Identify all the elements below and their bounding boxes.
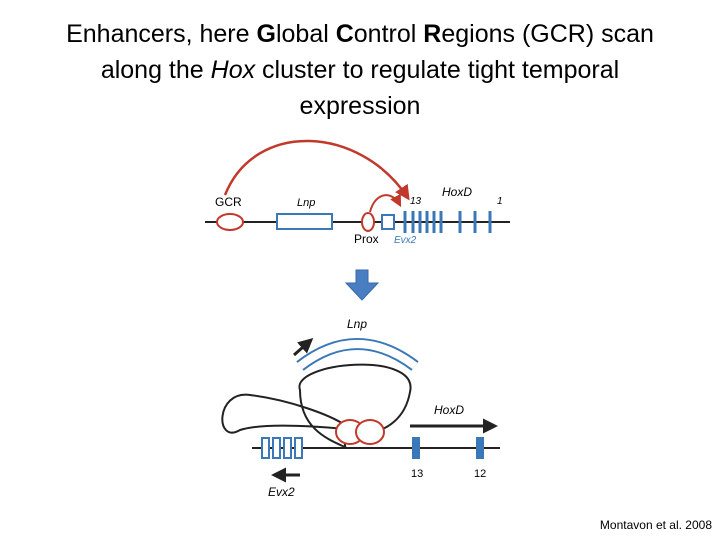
title-text: along the — [100, 56, 211, 84]
prox-label: Prox — [354, 232, 379, 246]
top-diagram: GCR Lnp Prox Evx2 13 HoxD 1 — [205, 139, 510, 246]
gcr-long-range-arrow — [223, 139, 410, 201]
title-line-3: expression — [299, 92, 421, 120]
lnp-gene-box — [276, 213, 333, 230]
gcr-label: GCR — [215, 195, 242, 209]
title-text: egions (GCR) scan — [441, 20, 654, 48]
title-line-2: along the Hox cluster to regulate tight … — [10, 52, 710, 88]
evx2-exon — [272, 437, 281, 459]
gcr-prox-contact-right — [355, 419, 385, 445]
title-line-1: Enhancers, here Global Control Regions (… — [10, 16, 710, 52]
title-text: ontrol — [353, 20, 424, 48]
gcr-element — [216, 213, 244, 231]
title-text: Enhancers, here — [66, 20, 257, 48]
title-initial-g: G — [256, 20, 276, 48]
bottom-hoxd-label: HoxD — [434, 403, 464, 417]
bottom-lnp-label: Lnp — [347, 317, 367, 331]
lnp-label: Lnp — [297, 197, 315, 209]
evx2-gene-box — [381, 214, 395, 230]
evx2-exon — [283, 437, 292, 459]
bottom-gene-12-label: 12 — [474, 468, 486, 480]
title-hox-italic: Hox — [210, 56, 256, 84]
bottom-diagram: Lnp Evx2 HoxD 13 12 — [221, 317, 500, 499]
hoxd-13-gene — [412, 437, 420, 459]
title-text: lobal — [275, 20, 336, 48]
prox-short-arrow — [369, 193, 402, 213]
evx2-label: Evx2 — [394, 235, 417, 246]
hoxd-label: HoxD — [442, 185, 472, 199]
gene-13-label: 13 — [410, 196, 422, 207]
title-initial-c: C — [335, 20, 354, 48]
bottom-evx2-label: Evx2 — [268, 485, 295, 499]
lnp-curved-gene-fill — [297, 340, 418, 370]
evx2-exon — [261, 437, 270, 459]
gene-1-label: 1 — [497, 196, 503, 207]
lnp-transcription-arrow — [293, 338, 314, 357]
citation: Montavon et al. 2008 — [599, 518, 712, 532]
hoxd-gene-bars — [403, 211, 492, 233]
transition-down-arrow — [344, 269, 380, 301]
evx2-bottom-boxes — [261, 437, 303, 459]
hoxd-12-gene — [476, 437, 484, 459]
bottom-gene-13-label: 13 — [411, 468, 423, 480]
prox-element — [361, 212, 375, 232]
title-text: cluster to regulate tight temporal — [255, 56, 620, 84]
slide-title: Enhancers, here Global Control Regions (… — [10, 16, 710, 124]
evx2-exon — [294, 437, 303, 459]
title-initial-r: R — [423, 20, 442, 48]
